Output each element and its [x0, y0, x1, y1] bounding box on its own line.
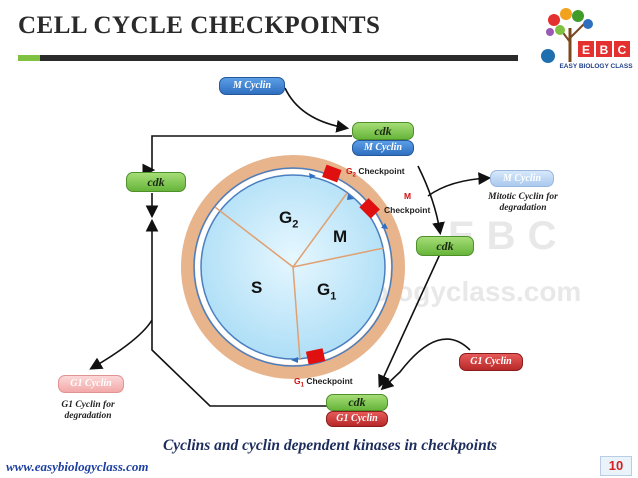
g2-checkpoint-marker	[322, 164, 342, 183]
page-title: CELL CYCLE CHECKPOINTS	[18, 12, 381, 39]
g1-checkpoint-label: G1 Checkpoint	[294, 376, 353, 389]
cdk-left-node: cdk	[126, 172, 186, 192]
phase-g2: G2	[279, 208, 299, 231]
arrow-cdk-bottom-to-left	[145, 218, 328, 407]
g1-cyclin-degradation-label: G1 Cyclin for degradation	[61, 400, 115, 421]
cdk-right-node: cdk	[416, 236, 474, 256]
m-cyclin-node: M Cyclin	[219, 77, 285, 95]
diagram-caption: Cyclins and cyclin dependent kinases in …	[162, 437, 498, 454]
logo-letter-e: E	[582, 43, 590, 57]
title-underline-accent	[18, 55, 40, 61]
phase-s: S	[251, 278, 263, 297]
m-checkpoint-letter: M	[404, 191, 412, 201]
m-checkpoint-label: Checkpoint	[384, 205, 431, 215]
title-underline	[18, 55, 518, 61]
cdk-top-m-cyclin: M Cyclin	[352, 140, 414, 156]
mitotic-cyclin-faded-node: M Cyclin	[490, 170, 554, 187]
g1-cyclin-node: G1 Cyclin	[459, 353, 523, 371]
logo-letter-b: B	[600, 43, 609, 57]
m-checkpoint-marker	[359, 198, 380, 219]
page-number: 10	[600, 456, 632, 476]
g1-checkpoint-marker	[305, 348, 326, 365]
arrow-cdk-right-to-g1	[378, 253, 441, 388]
cdk-top-node: cdk	[352, 122, 414, 140]
cdk-bottom-g1-cyclin: G1 Cyclin	[326, 411, 388, 427]
logo-letter-c: C	[618, 43, 627, 57]
mitotic-cyclin-degradation-label: Mitotic Cyclin for degradation	[488, 192, 558, 213]
g1-cyclin-faded-node: G1 Cyclin	[58, 375, 124, 393]
footer-url[interactable]: www.easybiologyclass.com	[6, 459, 149, 474]
phase-m: M	[333, 227, 348, 246]
arrow-to-g1-degradation	[89, 319, 153, 370]
arrow-to-mitotic-degradation	[427, 172, 492, 197]
cell-cycle-ring	[181, 155, 405, 379]
arrow-m-cyclin-to-cdk	[284, 87, 350, 133]
arrow-g1-cyclin-to-cdk	[380, 338, 471, 391]
arrow-cdk-top-to-left	[151, 135, 352, 170]
cdk-bottom-node: cdk	[326, 394, 388, 411]
phase-g1: G1	[317, 280, 337, 303]
logo-name: EASY BIOLOGY CLASS	[559, 63, 633, 70]
arrow-cdk-top-to-right	[417, 165, 445, 236]
ebc-logo: E B C EASY BIOLOGY CLASS	[540, 4, 636, 76]
g2-checkpoint-label: G2 Checkpoint	[346, 166, 405, 179]
tree-icon: E B C EASY BIOLOGY CLASS	[541, 8, 633, 70]
